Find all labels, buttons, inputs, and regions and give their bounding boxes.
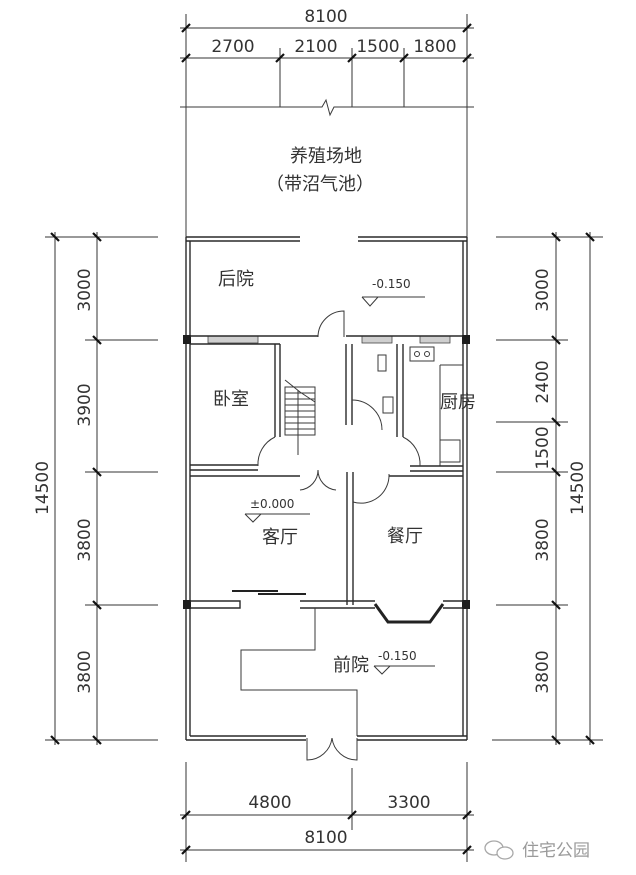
breeding-area-sublabel: （带沼气池） — [266, 174, 374, 195]
top-dimension-2: 2100 — [294, 37, 337, 57]
elevation-marker-icon — [244, 513, 262, 523]
dining-room-label: 餐厅 — [387, 526, 423, 547]
rear-wall — [183, 335, 470, 345]
right-dimension-3: 1500 — [533, 426, 553, 469]
bottom-dimension-1: 4800 — [248, 793, 291, 813]
front-yard: 前院 -0.150 — [186, 608, 467, 761]
bedroom-label: 卧室 — [213, 389, 249, 410]
top-dimension-group: 8100 2700 2100 1500 1800 — [180, 7, 474, 237]
front-yard-label: 前院 — [333, 655, 369, 676]
left-total-dimension: 14500 — [33, 461, 53, 515]
middle-zone: 卧室 — [190, 344, 476, 605]
bathroom — [345, 344, 404, 437]
right-dimension-1: 3000 — [533, 268, 553, 311]
kitchen-label: 厨房 — [440, 392, 476, 413]
right-dimension-4: 3800 — [533, 518, 553, 561]
top-total-dimension: 8100 — [304, 7, 347, 27]
living-room-label: 客厅 — [262, 527, 298, 548]
watermark-text: 住宅公园 — [522, 841, 590, 861]
bottom-dimension-2: 3300 — [387, 793, 430, 813]
living-room-elevation: ±0.000 — [250, 497, 294, 511]
staircase — [284, 379, 316, 455]
breeding-area: 养殖场地 （带沼气池） — [180, 98, 474, 237]
top-dimension-4: 1800 — [413, 37, 456, 57]
elevation-marker-icon — [373, 665, 391, 675]
left-dimension-1: 3000 — [75, 268, 95, 311]
top-dimension-1: 2700 — [211, 37, 254, 57]
front-gate — [306, 737, 333, 761]
stove-icon — [409, 346, 435, 362]
right-dimension-group: 3000 2400 1500 3800 3800 14500 — [492, 232, 603, 745]
washbasin-icon — [382, 396, 394, 414]
elevation-marker-icon — [361, 296, 379, 307]
wechat-icon — [484, 840, 514, 860]
sink-icon — [439, 439, 461, 463]
top-dimension-3: 1500 — [356, 37, 399, 57]
breeding-area-label: 养殖场地 — [290, 145, 362, 167]
back-yard-label: 后院 — [218, 269, 254, 290]
right-total-dimension: 14500 — [568, 461, 588, 515]
back-yard-elevation: -0.150 — [372, 277, 411, 291]
back-yard: 后院 -0.150 — [185, 236, 468, 740]
living-dining-zone: ±0.000 客厅 餐厅 — [183, 475, 470, 624]
toilet-icon — [377, 354, 387, 372]
left-dimension-4: 3800 — [75, 650, 95, 693]
right-dimension-5: 3800 — [533, 650, 553, 693]
front-yard-elevation: -0.150 — [378, 649, 417, 663]
watermark: 住宅公园 — [484, 840, 590, 861]
left-dimension-2: 3900 — [75, 383, 95, 426]
left-dimension-3: 3800 — [75, 518, 95, 561]
bottom-total-dimension: 8100 — [304, 828, 347, 848]
left-dimension-group: 3000 3900 3800 3800 14500 — [33, 232, 158, 745]
bottom-dimension-group: 4800 3300 8100 — [180, 762, 474, 862]
kitchen: 厨房 — [409, 346, 476, 472]
right-dimension-2: 2400 — [533, 360, 553, 403]
